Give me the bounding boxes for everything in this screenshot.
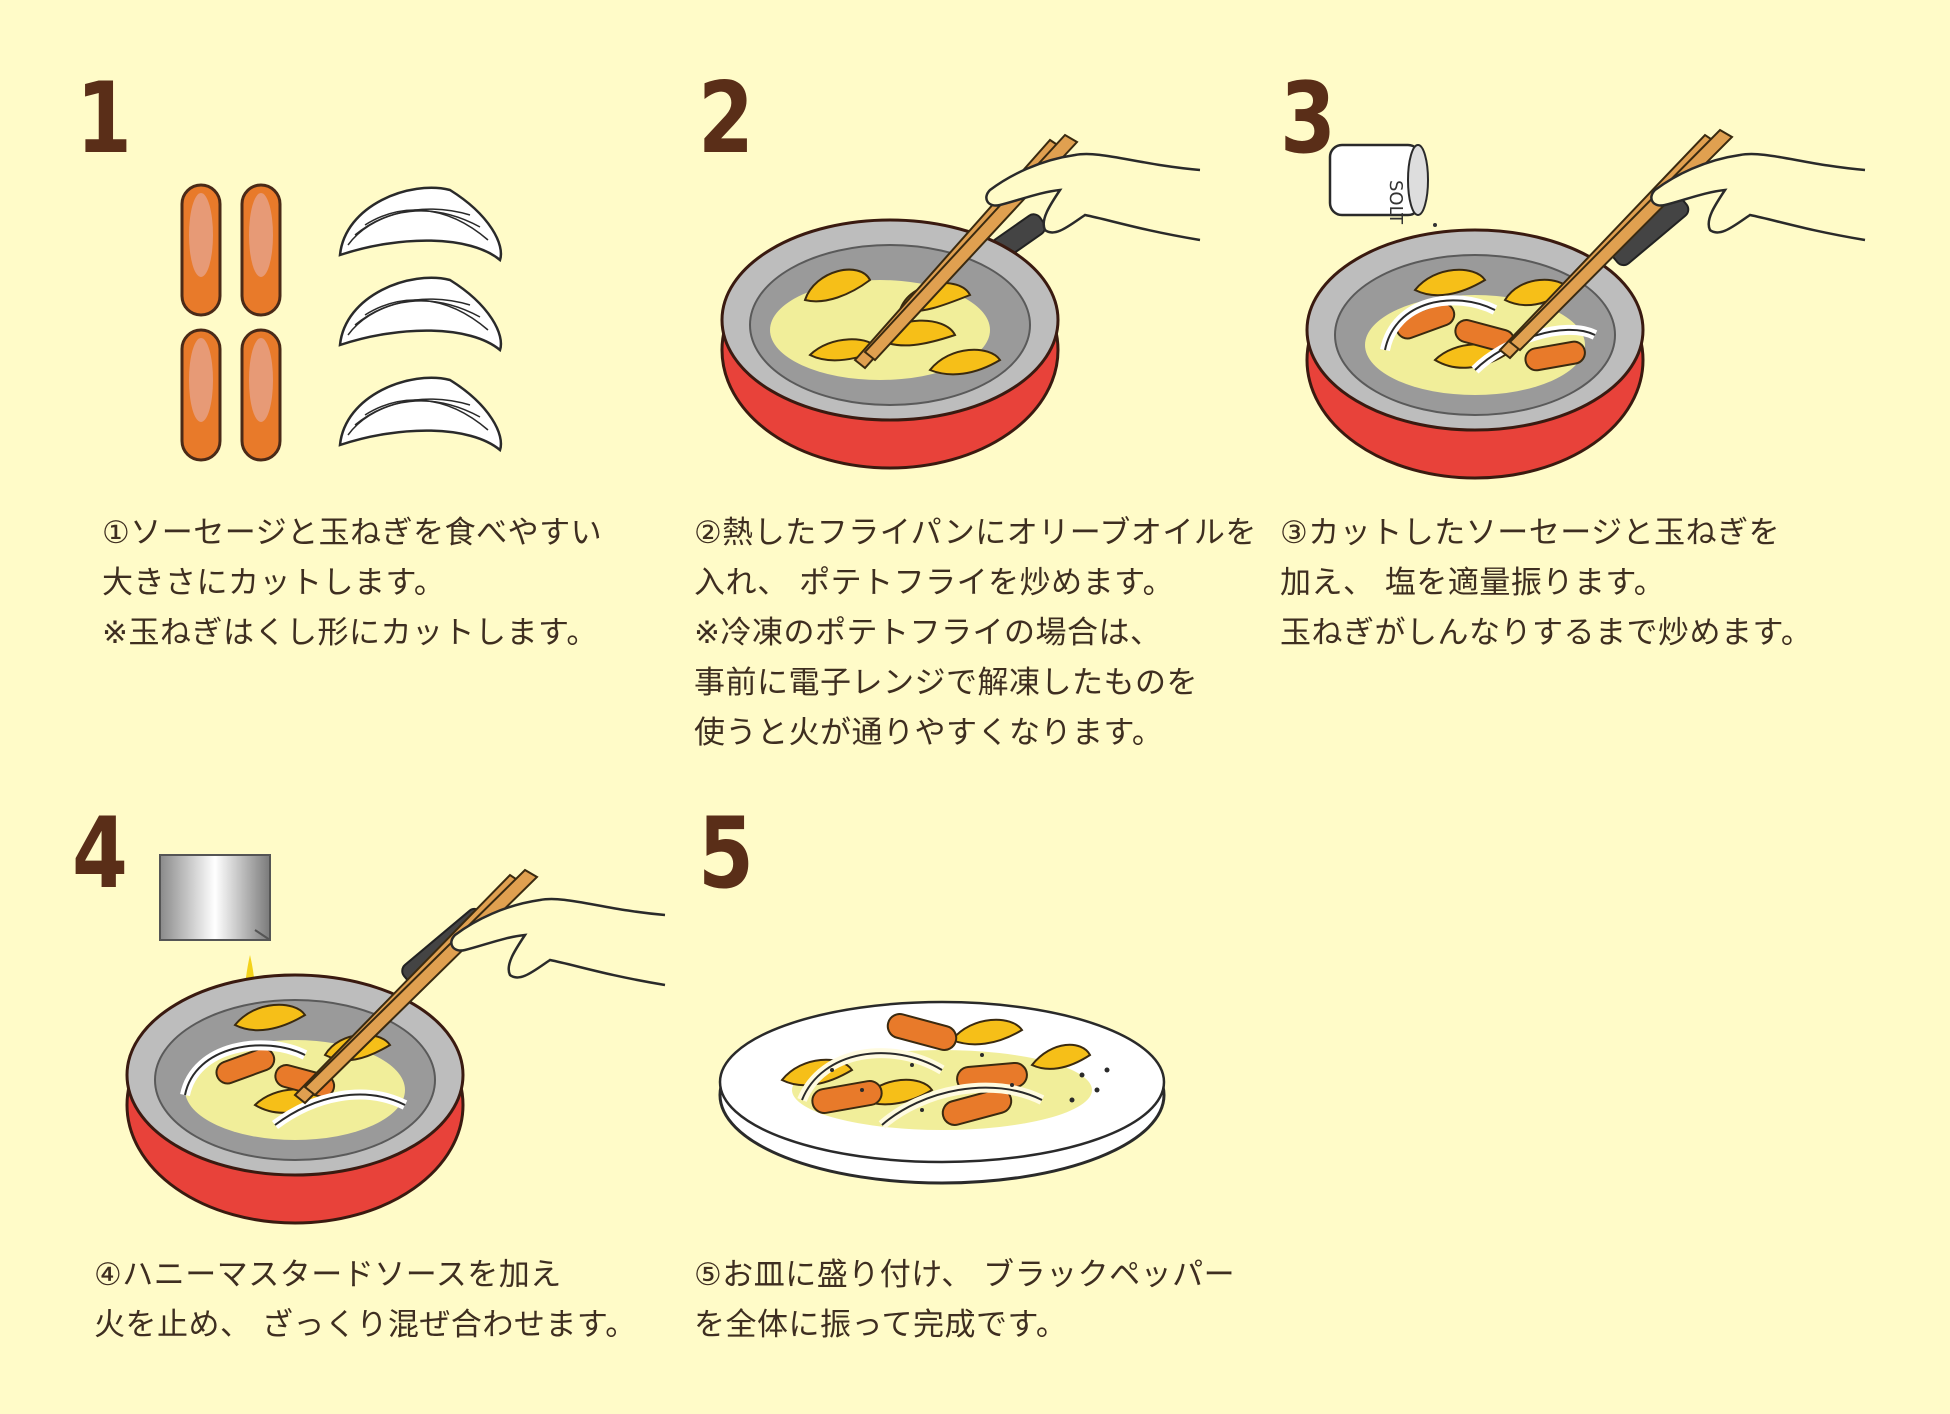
step-3-text: ③カットしたソーセージと玉ねぎを 加え、 塩を適量振ります。 玉ねぎがしんなりす… [1280,508,1812,658]
step-5-line: を全体に振って完成です。 [694,1307,1068,1343]
sauce-packet-icon [159,854,271,1030]
stir-fry-contents [1380,268,1598,374]
step-3-number: 3 [1280,62,1336,176]
step-2-line: 入れ、 ポテトフライを炒めます。 [694,565,1175,601]
step-5-illustration [718,1000,1166,1185]
step-1-line: ※玉ねぎはくし形にカットします。 [102,615,598,651]
step-2-number: 2 [698,62,754,176]
step-2-illustration [720,133,1201,470]
step-4-line: ④ハニーマスタードソースを加え [94,1257,562,1293]
sausage-icon [240,183,282,317]
step-2-text: ②熱したフライパンにオリーブオイルを 入れ、 ポテトフライを炒めます。 ※冷凍の… [694,508,1257,758]
hand-icon [450,897,666,987]
step-2-line: 使うと火が通りやすくなります。 [694,715,1164,751]
black-pepper [830,1053,1110,1112]
step-2-line: ※冷凍のポテトフライの場合は、 [694,615,1162,651]
step-2-line: 事前に電子レンジで解凍したものを [694,665,1198,701]
step-5-line: ⑤お皿に盛り付け、 ブラックペッパー [694,1257,1236,1293]
hand-icon [1650,152,1866,242]
sausage-icon [180,328,222,462]
sausage-icon [180,183,222,317]
stir-fry-contents [180,1003,408,1130]
hand-icon [985,152,1201,242]
step-3-line: 玉ねぎがしんなりするまで炒めます。 [1280,615,1813,651]
salt-shaker-label: SOLT [1385,180,1406,225]
step-4-number: 4 [72,797,128,911]
onion-wedge-icon [338,376,503,453]
step-3-line: 加え、 塩を適量振ります。 [1280,565,1666,601]
step-3-line: ③カットしたソーセージと玉ねぎを [1280,515,1781,551]
step-1-number: 1 [76,62,132,176]
step-5-number: 5 [698,797,754,911]
finished-dish [780,1013,1092,1129]
onion-wedge-icon [338,186,503,263]
step-1-line: 大きさにカットします。 [102,565,446,601]
salt-shaker-icon: SOLT [1328,143,1445,250]
step-5-text: ⑤お皿に盛り付け、 ブラックペッパー を全体に振って完成です。 [694,1250,1235,1350]
onion-wedge-icon [338,276,503,353]
step-2-line: ②熱したフライパンにオリーブオイルを [694,515,1257,551]
step-1-illustration [180,183,503,462]
sausage-icon [240,328,282,462]
step-4-text: ④ハニーマスタードソースを加え 火を止め、 ざっくり混ぜ合わせます。 [94,1250,637,1350]
step-4-line: 火を止め、 ざっくり混ぜ合わせます。 [94,1307,637,1343]
step-4-illustration [125,854,666,1225]
step-1-line: ①ソーセージと玉ねぎを食べやすい [102,515,603,551]
step-1-text: ①ソーセージと玉ねぎを食べやすい 大きさにカットします。 ※玉ねぎはくし形にカッ… [102,508,602,658]
step-3-illustration: SOLT [1305,128,1866,480]
